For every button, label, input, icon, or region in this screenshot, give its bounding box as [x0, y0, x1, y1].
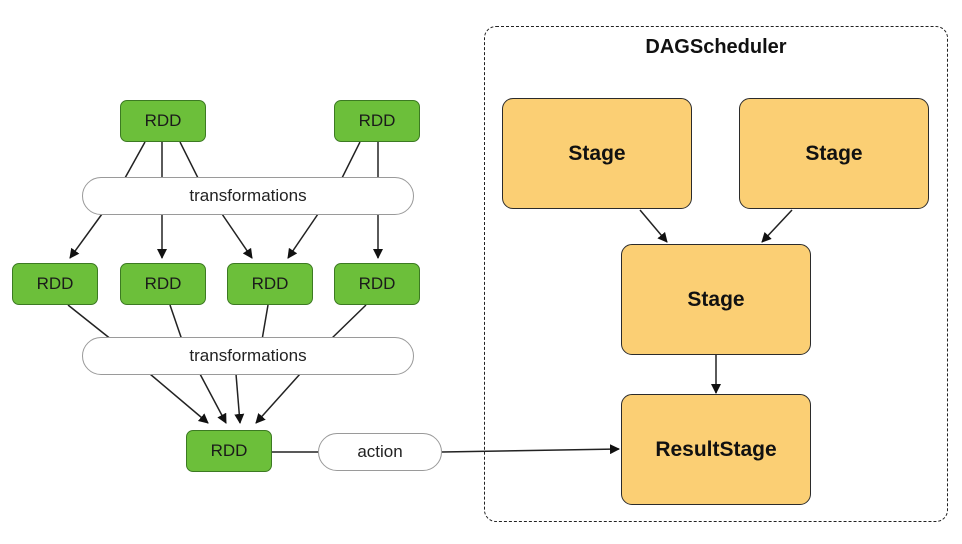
action-label: action	[357, 442, 403, 461]
rdd-label: RDD	[36, 274, 74, 293]
rdd-label: RDD	[210, 441, 248, 460]
dag-scheduler-title: DAGScheduler	[645, 36, 787, 58]
stage-label: Stage	[568, 141, 626, 165]
result-stage: ResultStage	[621, 394, 811, 505]
rdd-middle-3: RDD	[227, 263, 313, 305]
stage-label: Stage	[687, 287, 745, 311]
action-pill: action	[318, 433, 442, 471]
dag-scheduler-container	[484, 26, 948, 522]
rdd-final: RDD	[186, 430, 272, 472]
stage-top-left: Stage	[502, 98, 692, 209]
stage-label: Stage	[805, 141, 863, 165]
rdd-middle-2: RDD	[120, 263, 206, 305]
rdd-label: RDD	[251, 274, 289, 293]
result-stage-label: ResultStage	[655, 437, 777, 461]
rdd-label: RDD	[358, 274, 396, 293]
transformations-band-upper: transformations	[82, 177, 414, 215]
transformations-band-lower: transformations	[82, 337, 414, 375]
rdd-top-left: RDD	[120, 100, 206, 142]
rdd-label: RDD	[144, 274, 182, 293]
rdd-middle-1: RDD	[12, 263, 98, 305]
stage-top-right: Stage	[739, 98, 929, 209]
rdd-top-right: RDD	[334, 100, 420, 142]
transformations-label: transformations	[189, 186, 307, 205]
rdd-label: RDD	[358, 111, 396, 130]
rdd-label: RDD	[144, 111, 182, 130]
transformations-label: transformations	[189, 346, 307, 365]
stage-middle: Stage	[621, 244, 811, 355]
rdd-middle-4: RDD	[334, 263, 420, 305]
